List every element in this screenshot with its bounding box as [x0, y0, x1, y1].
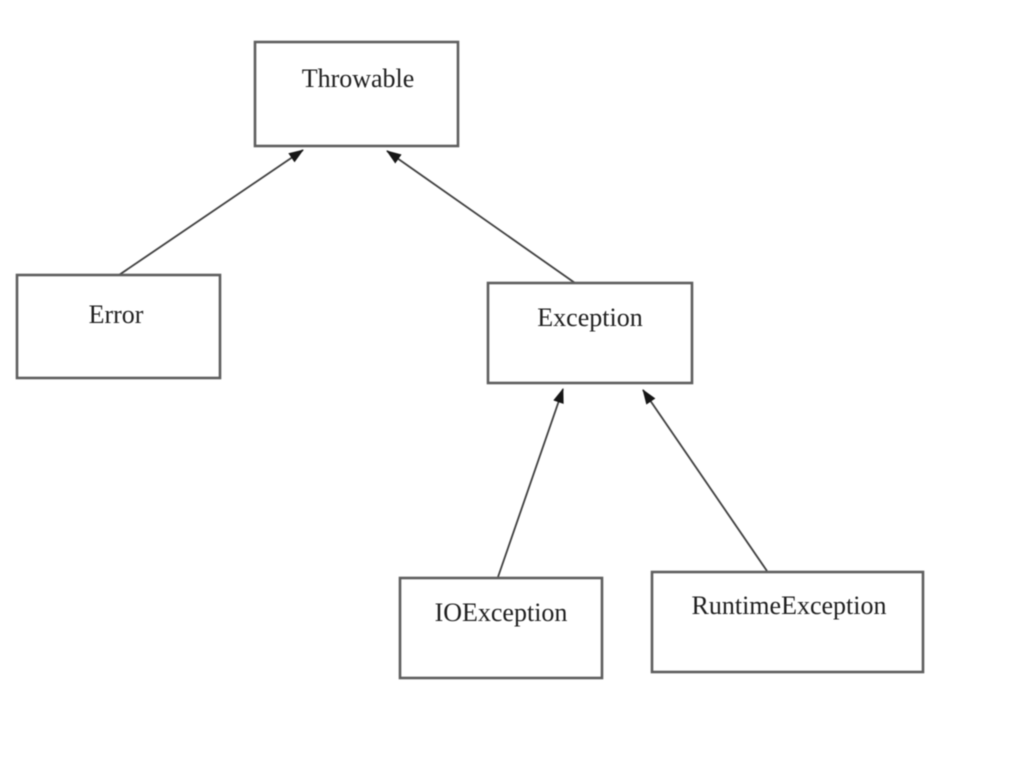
edge-ioexception-to-exception: [497, 388, 564, 578]
node-ioexception: IOException: [398, 576, 604, 680]
edges-layer: [118, 149, 768, 578]
node-throwable-label: Throwable: [302, 64, 415, 93]
node-error-label: Error: [89, 300, 144, 329]
edge-error-to-throwable: [118, 149, 304, 276]
node-ioexception-box: [398, 576, 604, 680]
edge-exception-to-throwable: [386, 150, 576, 284]
node-error: Error: [15, 273, 222, 380]
node-throwable-box: [253, 40, 460, 148]
node-runtimeexception-box: [650, 570, 925, 674]
node-runtimeexception-label: RuntimeException: [692, 591, 887, 620]
node-throwable: Throwable: [253, 40, 460, 148]
node-exception-label: Exception: [537, 303, 642, 332]
node-exception-box: [486, 281, 694, 385]
node-error-box: [15, 273, 222, 380]
node-exception: Exception: [486, 281, 694, 385]
node-runtimeexception: RuntimeException: [650, 570, 925, 674]
edge-runtimeexception-to-exception: [642, 389, 768, 572]
node-ioexception-label: IOException: [435, 598, 568, 627]
